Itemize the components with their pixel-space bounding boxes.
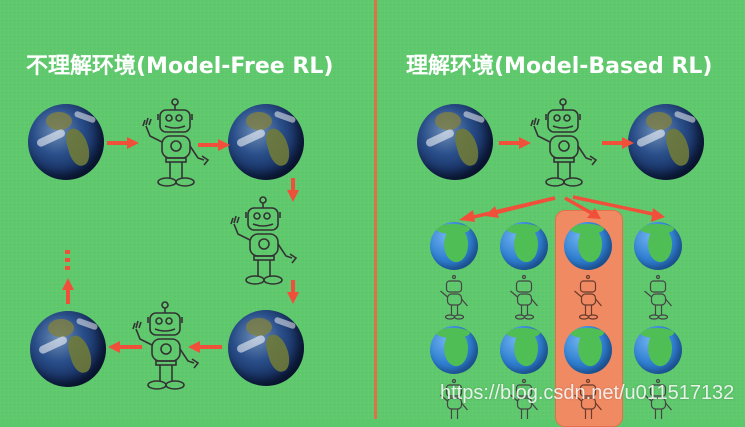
earth-icon <box>417 104 493 180</box>
ellipsis-continuation-icon <box>65 250 70 270</box>
simulated-earth-icon <box>634 222 682 270</box>
robot-agent-icon <box>528 96 598 192</box>
simulated-earth-icon <box>564 326 612 374</box>
simulated-robot-icon <box>570 274 606 322</box>
simulated-robot-icon <box>640 274 676 322</box>
simulated-earth-icon <box>500 222 548 270</box>
branching-arrows-icon <box>459 195 665 222</box>
arrow-down-icon <box>287 280 299 304</box>
model-based-title: 理解环境(Model-Based RL) <box>406 54 713 79</box>
simulated-earth-icon <box>564 222 612 270</box>
earth-icon <box>30 311 106 387</box>
arrow-right-icon <box>602 137 634 149</box>
arrow-down-icon <box>287 178 299 202</box>
simulated-earth-icon <box>500 326 548 374</box>
earth-icon <box>28 104 104 180</box>
arrow-right-icon <box>198 139 230 151</box>
simulated-earth-icon <box>430 326 478 374</box>
arrow-right-icon <box>499 137 531 149</box>
simulated-robot-icon <box>640 378 676 426</box>
arrow-up-icon <box>62 278 74 304</box>
robot-agent-icon <box>228 194 298 290</box>
robot-agent-icon <box>130 299 200 395</box>
simulated-robot-icon <box>506 378 542 426</box>
model-free-title: 不理解环境(Model-Free RL) <box>26 54 334 79</box>
arrow-left-icon <box>108 341 142 353</box>
simulated-robot-icon <box>570 378 606 426</box>
simulated-robot-icon <box>436 378 472 426</box>
earth-icon <box>628 104 704 180</box>
earth-icon <box>228 104 304 180</box>
robot-agent-icon <box>140 96 210 192</box>
panel-divider <box>374 0 377 419</box>
simulated-robot-icon <box>436 274 472 322</box>
arrow-left-icon <box>188 341 222 353</box>
simulated-earth-icon <box>430 222 478 270</box>
arrow-right-icon <box>107 137 139 149</box>
watermark-url: https://blog.csdn.net/u011517132 <box>440 382 735 404</box>
simulated-earth-icon <box>634 326 682 374</box>
earth-icon <box>228 310 304 386</box>
simulated-robot-icon <box>506 274 542 322</box>
